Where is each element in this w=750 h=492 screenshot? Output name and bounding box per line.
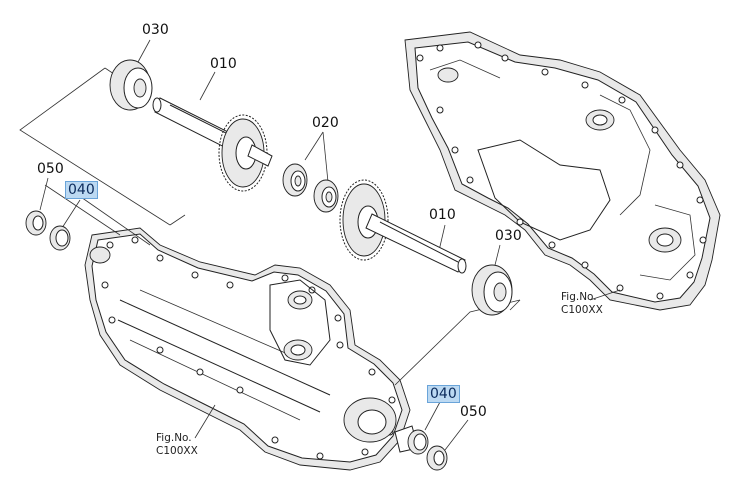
shaft-gear-010-right xyxy=(339,179,467,274)
bearings-020 xyxy=(282,163,339,213)
figref-bottom-line2: C100XX xyxy=(156,445,198,457)
callout-050-bottom[interactable]: 050 xyxy=(460,404,487,420)
figref-bottom-line1: Fig.No. xyxy=(156,432,192,444)
bearing-030-top xyxy=(109,59,153,111)
callout-050-left[interactable]: 050 xyxy=(37,161,64,177)
right-housing-case xyxy=(404,31,721,311)
bearing-030-right xyxy=(471,264,513,316)
figref-right-line2: C100XX xyxy=(561,304,603,316)
callout-030-right[interactable]: 030 xyxy=(495,228,522,244)
figref-right[interactable]: Fig.No. C100XX xyxy=(561,291,603,317)
ring-040-left xyxy=(49,225,71,251)
seal-050-bottom xyxy=(426,445,448,471)
callout-040-bottom[interactable]: 040 xyxy=(427,385,460,403)
figref-bottom[interactable]: Fig.No. C100XX xyxy=(156,432,198,458)
callout-010-top[interactable]: 010 xyxy=(210,56,237,72)
callout-030-top[interactable]: 030 xyxy=(142,22,169,38)
callout-010-right[interactable]: 010 xyxy=(429,207,456,223)
ring-040-bottom xyxy=(407,429,429,455)
callout-040-left[interactable]: 040 xyxy=(65,181,98,199)
seal-050-left xyxy=(25,210,47,236)
shaft-gear-010-top xyxy=(152,97,273,192)
figref-right-line1: Fig.No. xyxy=(561,291,597,303)
callout-020[interactable]: 020 xyxy=(312,115,339,131)
right-housing-bolt-holes xyxy=(416,41,707,300)
left-housing-case xyxy=(84,227,419,471)
